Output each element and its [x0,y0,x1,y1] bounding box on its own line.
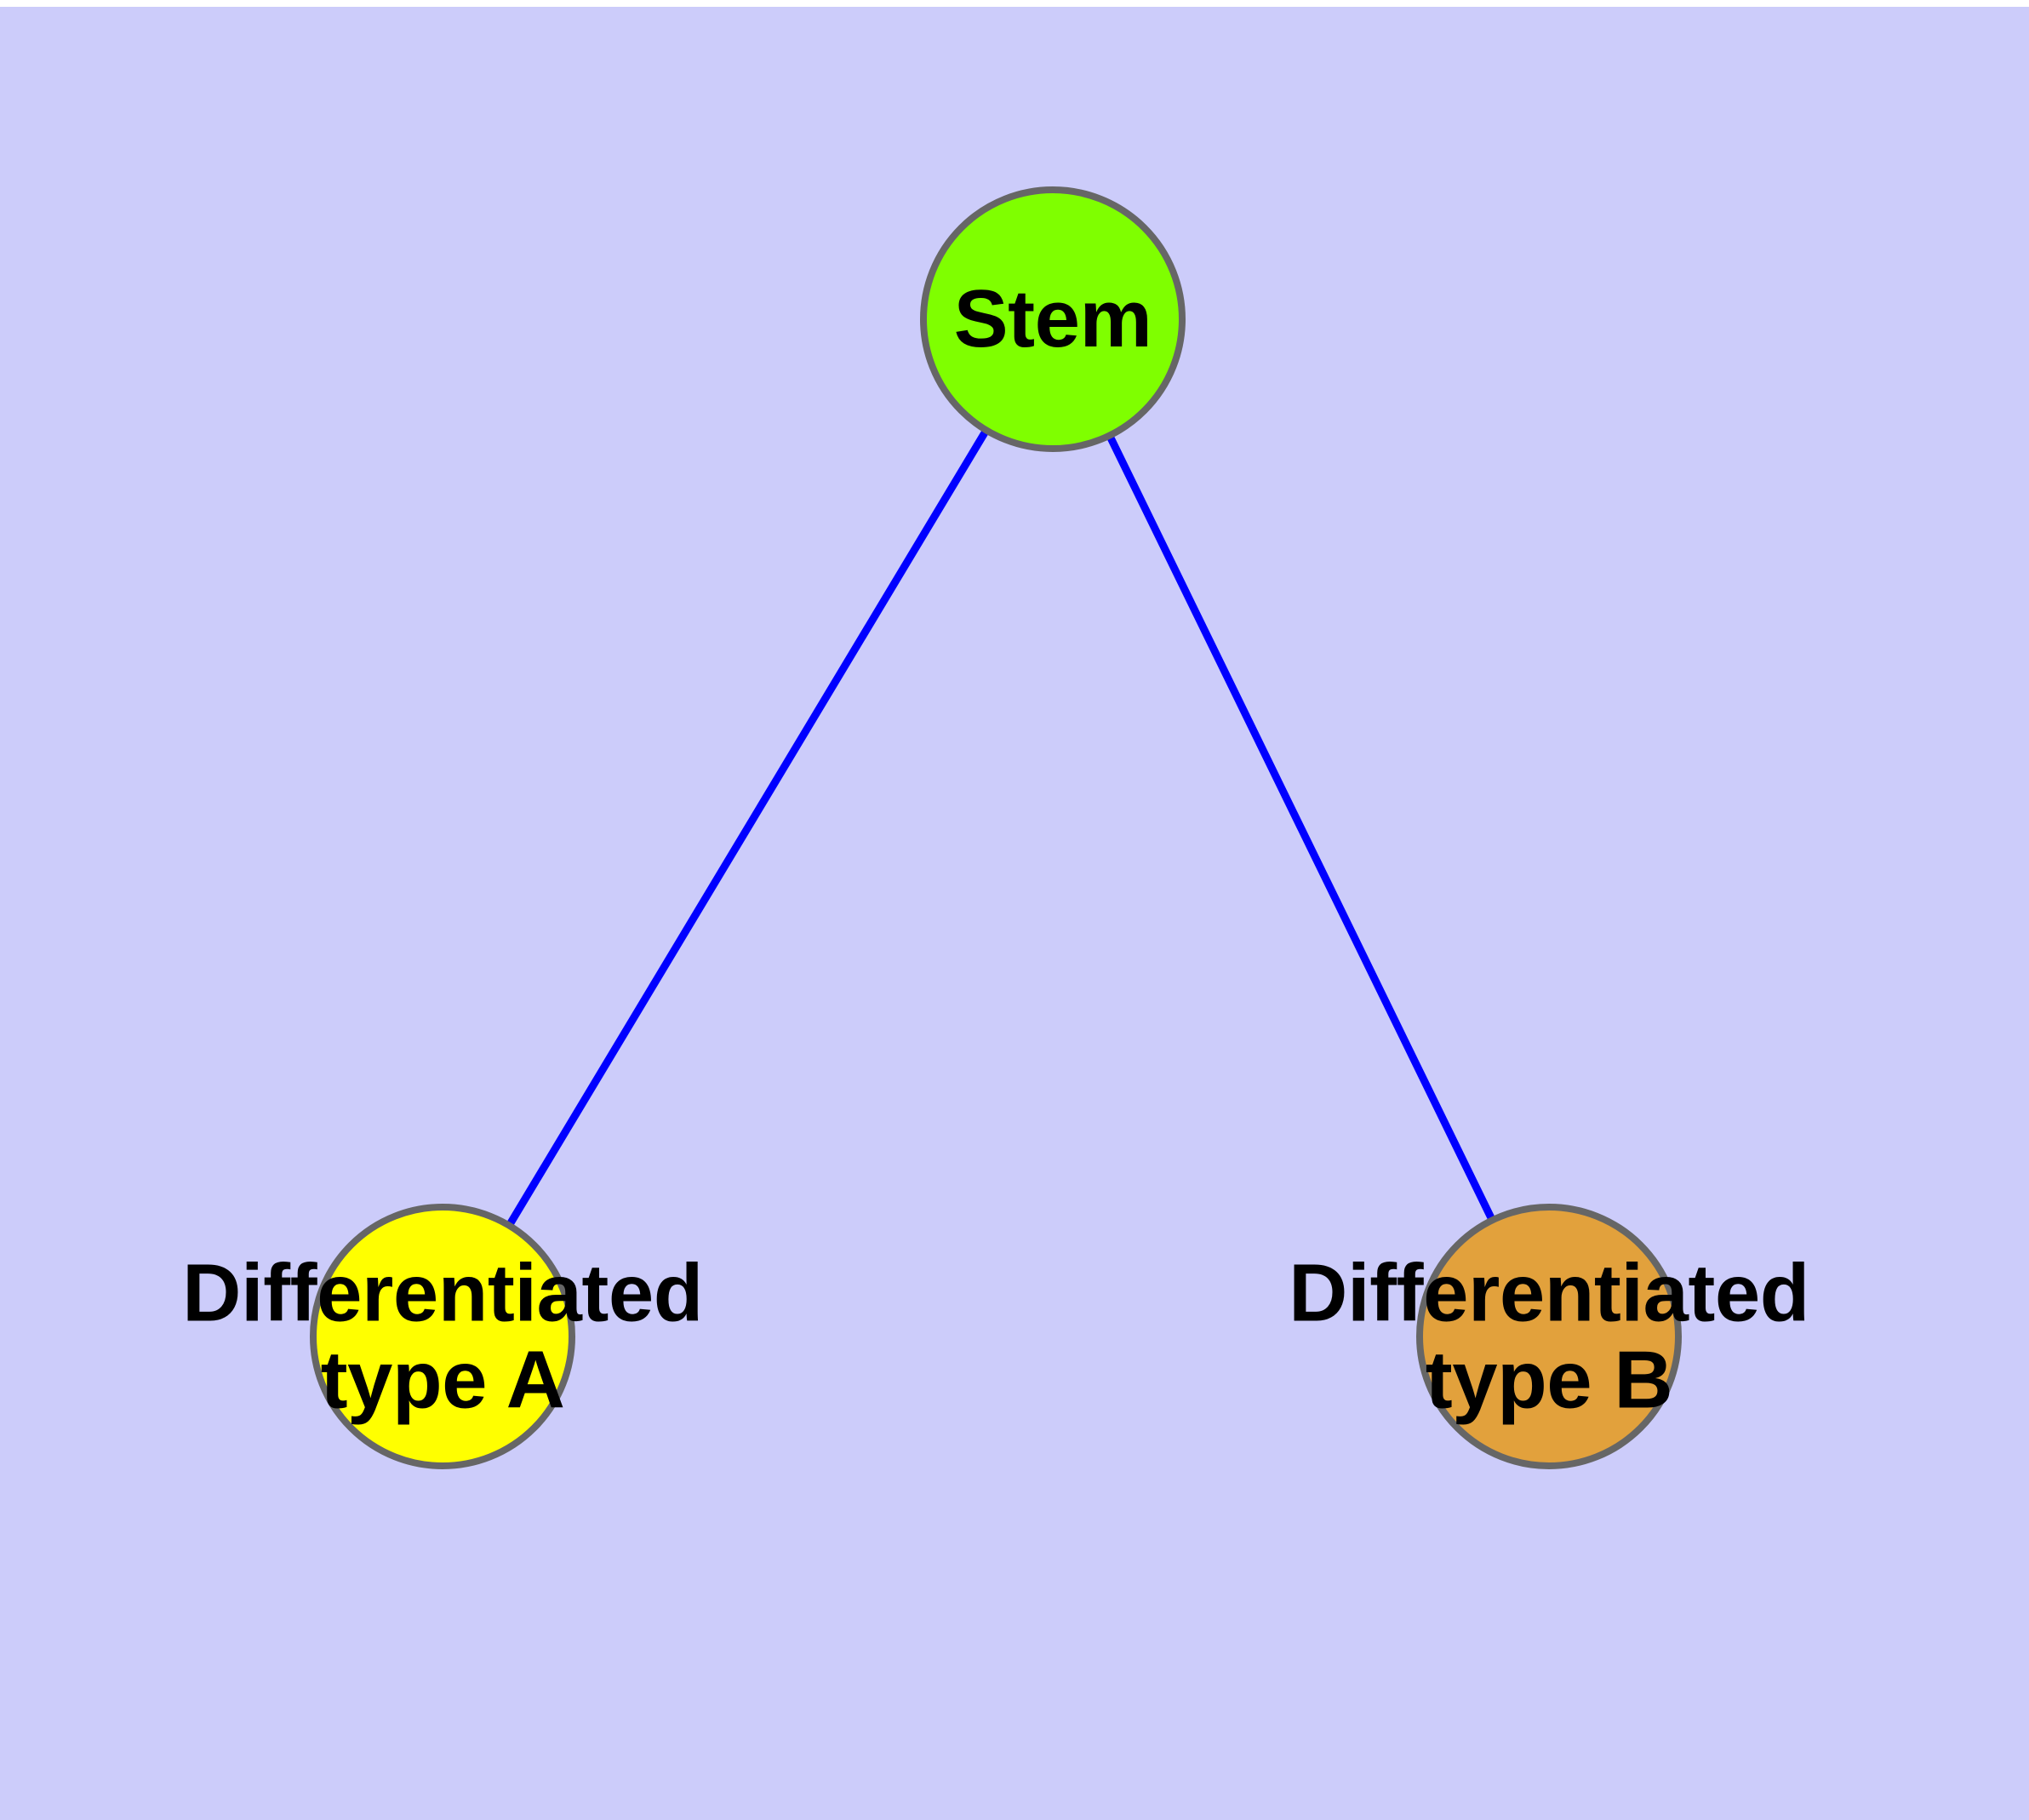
graph-edge-stem-to-diff-a [506,429,989,1227]
graph-node-diff-b[interactable] [1416,1204,1682,1469]
edge-layer [506,429,1495,1227]
graph-edge-stem-to-diff-b [1106,435,1495,1221]
graph-node-diff-a[interactable] [310,1204,575,1469]
graph-node-stem[interactable] [920,186,1186,452]
node-layer [310,186,1682,1469]
